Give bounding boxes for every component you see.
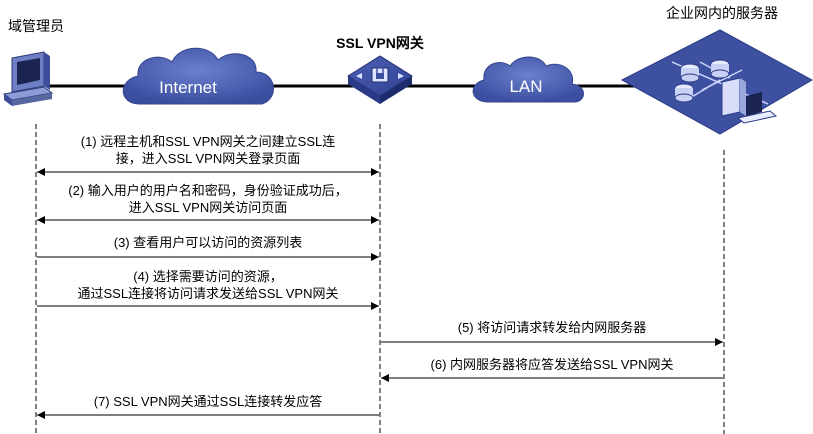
internet-cloud xyxy=(122,47,274,105)
step-4-text-line1: (4) 选择需要访问的资源， xyxy=(133,269,283,284)
server-tower-icon xyxy=(721,77,778,124)
step-6-text-line1: (6) 内网服务器将应答发送给SSL VPN网关 xyxy=(431,357,674,372)
step-3-text-line1: (3) 查看用户可以访问的资源列表 xyxy=(114,235,303,250)
step-7-text-line1: (7) SSL VPN网关通过SSL连接转发应答 xyxy=(94,394,323,409)
pc-icon xyxy=(2,51,54,106)
step-2-text-line1: (2) 输入用户的用户名和密码，身份验证成功后， xyxy=(68,183,348,198)
step-2-text-line2: 进入SSL VPN网关访问页面 xyxy=(129,200,287,215)
lan-cloud xyxy=(472,56,584,103)
gateway-label: SSL VPN网关 xyxy=(336,35,424,51)
server-cluster-icon xyxy=(620,29,813,135)
server-disk-icon xyxy=(674,83,694,103)
step-5-text-line1: (5) 将访问请求转发给内网服务器 xyxy=(458,320,647,335)
servers-label: 企业网内的服务器 xyxy=(666,5,778,21)
server-disk-icon xyxy=(710,59,730,79)
lan-label: LAN xyxy=(509,77,542,96)
step-1-text-line1: (1) 远程主机和SSL VPN网关之间建立SSL连 xyxy=(81,134,336,149)
step-4-text-line2: 通过SSL连接将访问请求发送给SSL VPN网关 xyxy=(77,286,338,301)
server-disk-icon xyxy=(680,63,700,83)
internet-label: Internet xyxy=(159,78,217,97)
gateway-icon xyxy=(347,55,413,104)
admin-label: 域管理员 xyxy=(8,18,64,34)
step-1-text-line2: 接，进入SSL VPN网关登录页面 xyxy=(116,151,300,166)
